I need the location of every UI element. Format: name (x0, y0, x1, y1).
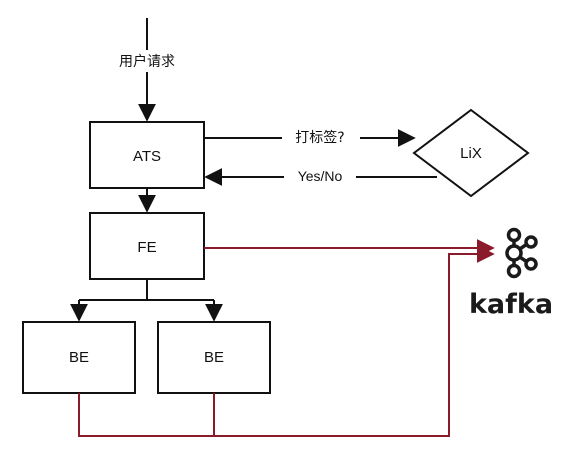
user-request-label-bg (100, 50, 194, 72)
ats-box (89, 121, 205, 189)
lix-label: LiX (460, 145, 482, 162)
yes-no-label-bg (284, 166, 356, 186)
be-left-label: BE (69, 349, 89, 366)
kafka-wordmark: kafka (469, 289, 553, 320)
ats-label: ATS (133, 148, 161, 165)
yes-no-label: Yes/No (298, 168, 343, 184)
fe-to-be-connector (79, 279, 214, 301)
be-right-label: BE (204, 349, 224, 366)
tag-request-label-bg (282, 127, 360, 147)
be-right-box (157, 321, 271, 394)
tag-request-label: 打标签? (295, 129, 344, 146)
be-to-kafka-flow (78, 245, 495, 437)
lix-diamond (412, 108, 530, 198)
kafka-logo-icon (505, 227, 538, 279)
user-request-label: 用户请求 (119, 53, 175, 70)
be-left-box (22, 321, 136, 394)
fe-label: FE (137, 239, 156, 256)
